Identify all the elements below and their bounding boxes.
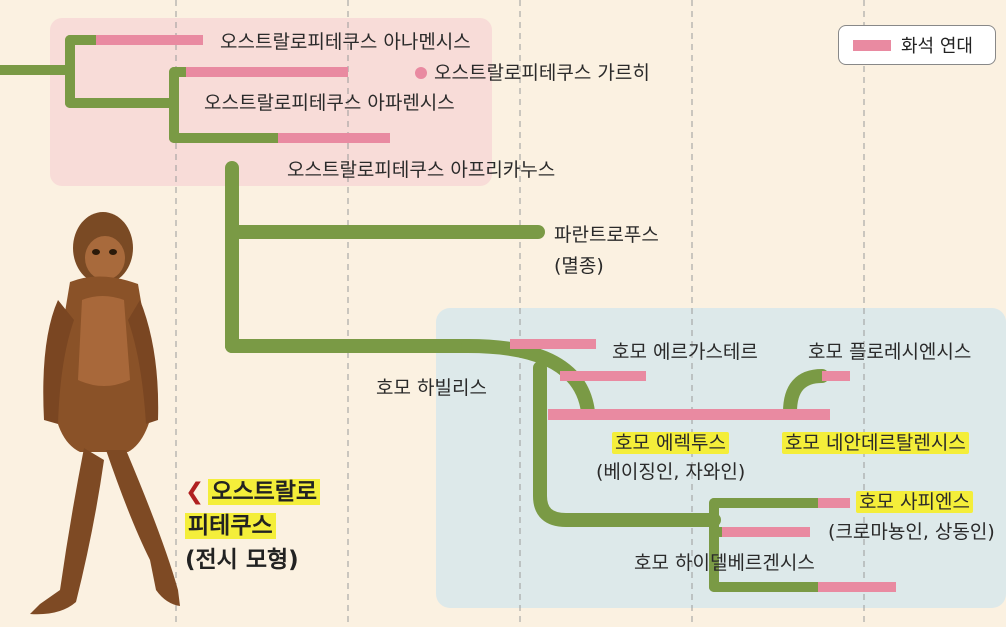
caption-arrow-icon: ❮	[185, 479, 205, 505]
label-neanderthalensis-text: 호모 네안데르탈렌시스	[782, 432, 969, 454]
label-sapiens-note: (크로마뇽인, 상동인)	[828, 521, 995, 543]
caption-line2: 피테쿠스	[185, 513, 276, 539]
legend-swatch	[853, 39, 891, 51]
fossil-bar-africanus	[278, 133, 390, 143]
fossil-bar-habilis	[560, 371, 646, 381]
model-caption: ❮오스트랄로 피테쿠스 (전시 모형)	[185, 475, 321, 577]
label-anamensis: 오스트랄로피테쿠스 아나멘시스	[220, 31, 471, 53]
fossil-bar-anamensis	[96, 35, 203, 45]
label-neanderthalensis: 호모 네안데르탈렌시스	[782, 431, 969, 455]
legend-label: 화석 연대	[901, 36, 973, 57]
caption-line1: 오스트랄로	[208, 479, 321, 505]
branch-homo-lower	[533, 361, 721, 527]
caption-line3: (전시 모형)	[185, 547, 299, 573]
label-africanus: 오스트랄로피테쿠스 아프리카누스	[287, 159, 556, 181]
label-paranthropus-note: (멸종)	[554, 255, 604, 277]
label-erectus-note: (베이징인, 자와인)	[596, 461, 746, 483]
label-sapiens: 호모 사피엔스	[856, 490, 973, 514]
label-erectus-text: 호모 에렉투스	[612, 432, 729, 454]
fossil-bar-afarensis	[186, 67, 348, 77]
label-heidelbergensis: 호모 하이델베르겐시스	[634, 552, 815, 574]
label-ergaster: 호모 에르가스테르	[612, 341, 758, 363]
australopithecus-model-figure	[30, 212, 180, 615]
fossil-age-bars	[96, 35, 896, 592]
fossil-bar-heidelbergensis	[818, 582, 896, 592]
fossil-dot-garhi	[415, 67, 427, 79]
legend: 화석 연대	[838, 25, 996, 65]
fossil-bar-erectus	[548, 409, 830, 420]
label-afarensis: 오스트랄로피테쿠스 아파렌시스	[204, 92, 455, 114]
branch-erectus-curve	[461, 339, 595, 419]
australopithecus-zone	[50, 18, 492, 186]
label-floresiensis: 호모 플로레시엔시스	[808, 341, 972, 363]
label-sapiens-text: 호모 사피엔스	[856, 491, 973, 513]
label-paranthropus: 파란트로푸스	[554, 224, 659, 246]
label-erectus: 호모 에렉투스	[612, 431, 729, 455]
fossil-bar-neanderthal-line	[722, 527, 810, 537]
label-garhi: 오스트랄로피테쿠스 가르히	[434, 62, 650, 84]
branches	[0, 35, 829, 592]
fossil-bar-sapiens	[818, 498, 850, 508]
label-habilis: 호모 하빌리스	[376, 377, 487, 399]
fossil-bar-ergaster	[510, 339, 596, 349]
fossil-bar-floresiensis	[822, 371, 850, 381]
time-gridlines	[175, 0, 865, 627]
branch-floresiensis-curve	[783, 369, 829, 419]
